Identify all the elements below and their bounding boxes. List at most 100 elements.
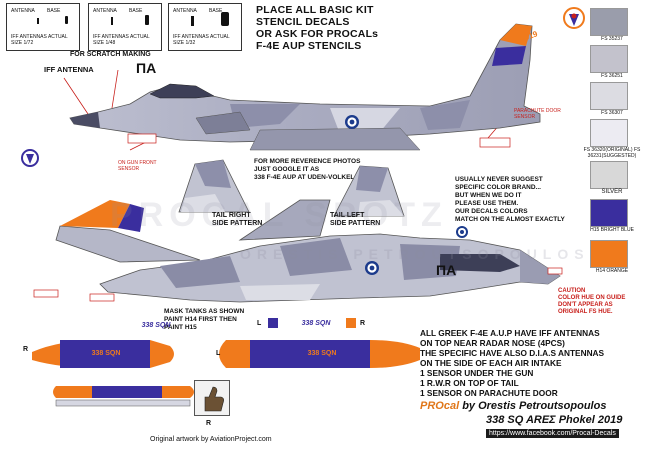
tank-text-3: 338 SQN: [301, 320, 331, 327]
color-note-line: USUALLY NEVER SUGGEST: [455, 176, 543, 183]
tail-left-pattern: [333, 165, 405, 217]
caution-line: DON'T APPEAR AS: [558, 302, 613, 308]
iff-caption: IFF ANTENNAS ACTUAL SIZE 1/32: [173, 34, 230, 46]
greek-note-line: 1 SENSOR UNDER THE GUN: [420, 368, 534, 378]
color-note: USUALLY NEVER SUGGEST SPECIFIC COLOR BRA…: [455, 176, 585, 224]
heading: PLACE ALL BASIC KIT STENCIL DECALS OR AS…: [256, 4, 446, 52]
tank-letter-r-1: R: [23, 346, 29, 353]
heading-line: PLACE ALL BASIC KIT: [256, 4, 374, 16]
reference-line: FOR MORE REVERENCE PHOTOS: [254, 158, 361, 165]
color-note-line: BUT WHEN WE DO IT: [455, 192, 522, 199]
antenna-label: ANTENNA: [93, 8, 117, 14]
antenna-shape: [191, 16, 194, 26]
swatch-label: SILVER: [601, 189, 623, 195]
mask-note-line: MASK TANKS AS SHOWN: [164, 308, 245, 315]
reference-line: JUST GOOGLE IT AS: [254, 166, 320, 173]
tail-left-label: TAIL LEFT SIDE PATTERN: [330, 212, 380, 228]
color-note-line: OUR DECALS COLORS: [455, 208, 528, 215]
tank-letter-l-2: L: [216, 350, 221, 357]
antenna-label: ANTENNA: [11, 8, 35, 14]
base-label: BASE: [47, 8, 61, 14]
parachute-label: PARACHUTE DOOR SENSOR: [514, 108, 561, 120]
credit-url[interactable]: https://www.facebook.com/Procal-Decals: [486, 429, 619, 438]
procal-brand: PROcal: [420, 400, 460, 412]
tail-right-pattern: [178, 159, 250, 213]
tank-text-4: 338 SQN: [141, 322, 171, 329]
tank-text-2: 338 SQN: [307, 350, 337, 357]
base-shape: [65, 16, 68, 24]
mask-note: MASK TANKS AS SHOWN PAINT H14 FIRST THEN…: [164, 308, 284, 332]
greek-note: ALL GREEK F-4E A.U.P HAVE IFF ANTENNAS O…: [420, 328, 646, 398]
heading-line: F-4E AUP STENCILS: [256, 40, 362, 52]
caution-line: ORIGINAL FS HUE.: [558, 309, 613, 315]
heading-line: STENCIL DECALS: [256, 16, 350, 28]
greek-note-line: ON TOP NEAR RADAR NOSE (4PCS): [420, 338, 565, 348]
iff-caption: IFF ANTENNAS ACTUAL SIZE 1/48: [93, 34, 150, 46]
tail-left-line: SIDE PATTERN: [330, 220, 381, 227]
squadron-emblem-top: [562, 6, 586, 32]
author: by Orestis Petroutsopoulos: [459, 400, 607, 412]
reference-block: FOR MORE REVERENCE PHOTOS JUST GOOGLE IT…: [254, 158, 454, 182]
aviation-project-logo: [194, 380, 230, 416]
tail-right-line: TAIL RIGHT: [212, 212, 251, 219]
greek-note-line: THE SPECIFIC HAVE ALSO D.I.A.S ANTENNAS: [420, 348, 605, 358]
swatch-label: FS 36307: [601, 110, 623, 116]
tail-left-line: TAIL LEFT: [330, 212, 365, 219]
antenna-shape: [111, 17, 113, 25]
greek-note-line: ON THE SIDE OF EACH AIR INTAKE: [420, 358, 562, 368]
tank-letter-l-1: L: [257, 320, 262, 327]
swatch-label: FS 36251: [601, 73, 623, 79]
tank-letter-r-2: R: [360, 320, 366, 327]
swatch-h14: [590, 240, 628, 268]
artwork-credit: Original artwork by AviationProject.com: [150, 436, 272, 443]
iff-caption: IFF ANTENNAS ACTUAL SIZE 1/72: [11, 34, 68, 46]
scratch-label: FOR SCRATCH MAKING: [70, 51, 151, 58]
base-shape: [145, 15, 149, 25]
iff-box-1-32: ANTENNA BASE IFF ANTENNAS ACTUAL SIZE 1/…: [168, 3, 242, 51]
color-note-line: MATCH ON THE ALMOST EXACTLY: [455, 216, 565, 223]
tail-right-label: TAIL RIGHT SIDE PATTERN: [212, 212, 262, 228]
tail-right-line: SIDE PATTERN: [212, 220, 263, 227]
swatch-fs36307: [590, 82, 628, 110]
greek-note-line: ALL GREEK F-4E A.U.P HAVE IFF ANTENNAS: [420, 328, 600, 338]
iff-box-1-72: ANTENNA BASE IFF ANTENNAS ACTUAL SIZE 1/…: [6, 3, 80, 51]
swatch-label: H14 ORANGE: [595, 268, 629, 274]
gun-sensor-label: ON GUN FRONT SENSOR: [118, 160, 157, 172]
watermark-bottom: ORESTIS PETROUTSOPOULOS: [240, 246, 590, 262]
pa-code-lower: ΠΑ: [436, 262, 457, 278]
tailplane: [55, 225, 201, 263]
watermark-top: PROCAL SPOTZ: [110, 196, 448, 234]
swatch-label: FS 35237: [601, 36, 623, 42]
swatch-h15: [590, 199, 628, 227]
swatch-fs35237: [590, 8, 628, 36]
greek-note-line: 1 SENSOR ON PARACHUTE DOOR: [420, 388, 558, 398]
iff-antenna-label: IFF ANTENNA: [44, 65, 94, 74]
mask-note-line: PAINT H15: [164, 324, 197, 331]
swatch-silver: [590, 161, 628, 189]
antenna-shape: [37, 18, 39, 24]
tank-text-1: 338 SQN: [91, 350, 121, 357]
pa-code-top: ΠΑ: [136, 60, 157, 76]
swatch-fs36320: [590, 119, 628, 147]
credit-line-2: 338 SQ AREΣ Phokel 2019: [486, 414, 623, 426]
caution-line: COLOR HUE ON GUIDE: [558, 295, 626, 301]
caution-line: CAUTION: [558, 288, 586, 294]
swatch-fs36251: [590, 45, 628, 73]
reference-line: 338 F-4E AUP AT UDEN-VOLKEL: [254, 174, 355, 181]
color-note-line: PLEASE USE THEM.: [455, 200, 519, 207]
base-label: BASE: [129, 8, 143, 14]
base-label: BASE: [209, 8, 223, 14]
greek-note-line: 1 R.W.R ON TOP OF TAIL: [420, 378, 519, 388]
antenna-label: ANTENNA: [173, 8, 197, 14]
iff-box-1-48: ANTENNA BASE IFF ANTENNAS ACTUAL SIZE 1/…: [88, 3, 162, 51]
swatch-label: H15 BRIGHT BLUE: [590, 227, 634, 233]
color-note-line: SPECIFIC COLOR BRAND...: [455, 184, 541, 191]
swatch-label: FS 36320(ORIGINAL) FS 36231(SUGGESTED): [583, 147, 641, 159]
base-shape: [221, 12, 229, 26]
credit-line-1: PROcal by Orestis Petroutsopoulos: [420, 400, 606, 412]
heading-line: OR ASK FOR PROCALs: [256, 28, 379, 40]
mask-note-line: PAINT H14 FIRST THEN: [164, 316, 237, 323]
